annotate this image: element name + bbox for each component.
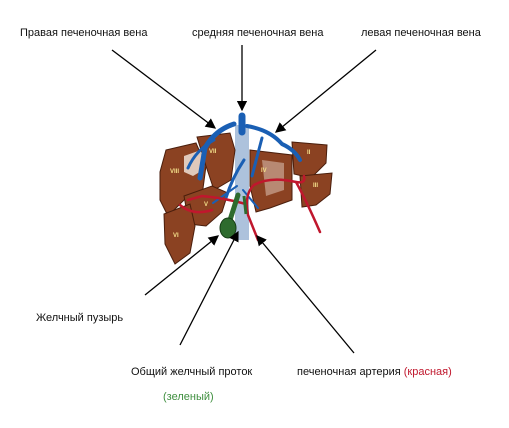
segment-label-vii: VIII [170, 169, 179, 175]
vena-cava [235, 125, 249, 240]
pointer-left-hepatic-vein [274, 49, 377, 133]
right-hepatic-vein-label: Правая печеночная вена [20, 27, 148, 39]
pointer-lines [111, 45, 377, 354]
pointer-hepatic-artery [256, 234, 355, 354]
left-hepatic-vein [250, 136, 264, 178]
segment-label-ii: II [307, 150, 311, 156]
common-bile-duct-label: Общий желчный проток [131, 366, 253, 378]
hepatic-artery-text: печеночная артерия [297, 366, 401, 378]
liver-segments [159, 132, 333, 265]
segment-label-viii: VII [209, 149, 217, 155]
hepatic-veins [186, 112, 302, 209]
left-hepatic-vein-label: левая печеночная вена [361, 27, 481, 39]
segment-iii [299, 172, 333, 208]
right-hepatic-vein [186, 138, 216, 170]
pointer-gallbladder [144, 235, 220, 296]
gallbladder-label: Желчный пузырь [36, 312, 124, 324]
segment-label-vi: VI [173, 233, 179, 239]
segment-label-iii: III [313, 183, 318, 189]
common-bile-duct-note: (зеленый) [163, 391, 214, 403]
segment-label-iv: IV [261, 168, 267, 174]
pointer-common-bile-duct [179, 230, 239, 346]
segment-vi [163, 203, 196, 265]
hepatic-artery-note: (красная) [403, 366, 452, 378]
pointer-right-hepatic-vein [111, 49, 217, 129]
gallbladder [219, 217, 237, 239]
middle-hepatic-vein-label: средняя печеночная вена [192, 27, 324, 39]
hepatic-artery [178, 174, 322, 242]
segment-ii [291, 141, 328, 179]
segment-label-v: V [204, 202, 208, 208]
hepatic-artery-label: печеночная артерия (красная) [297, 366, 452, 378]
